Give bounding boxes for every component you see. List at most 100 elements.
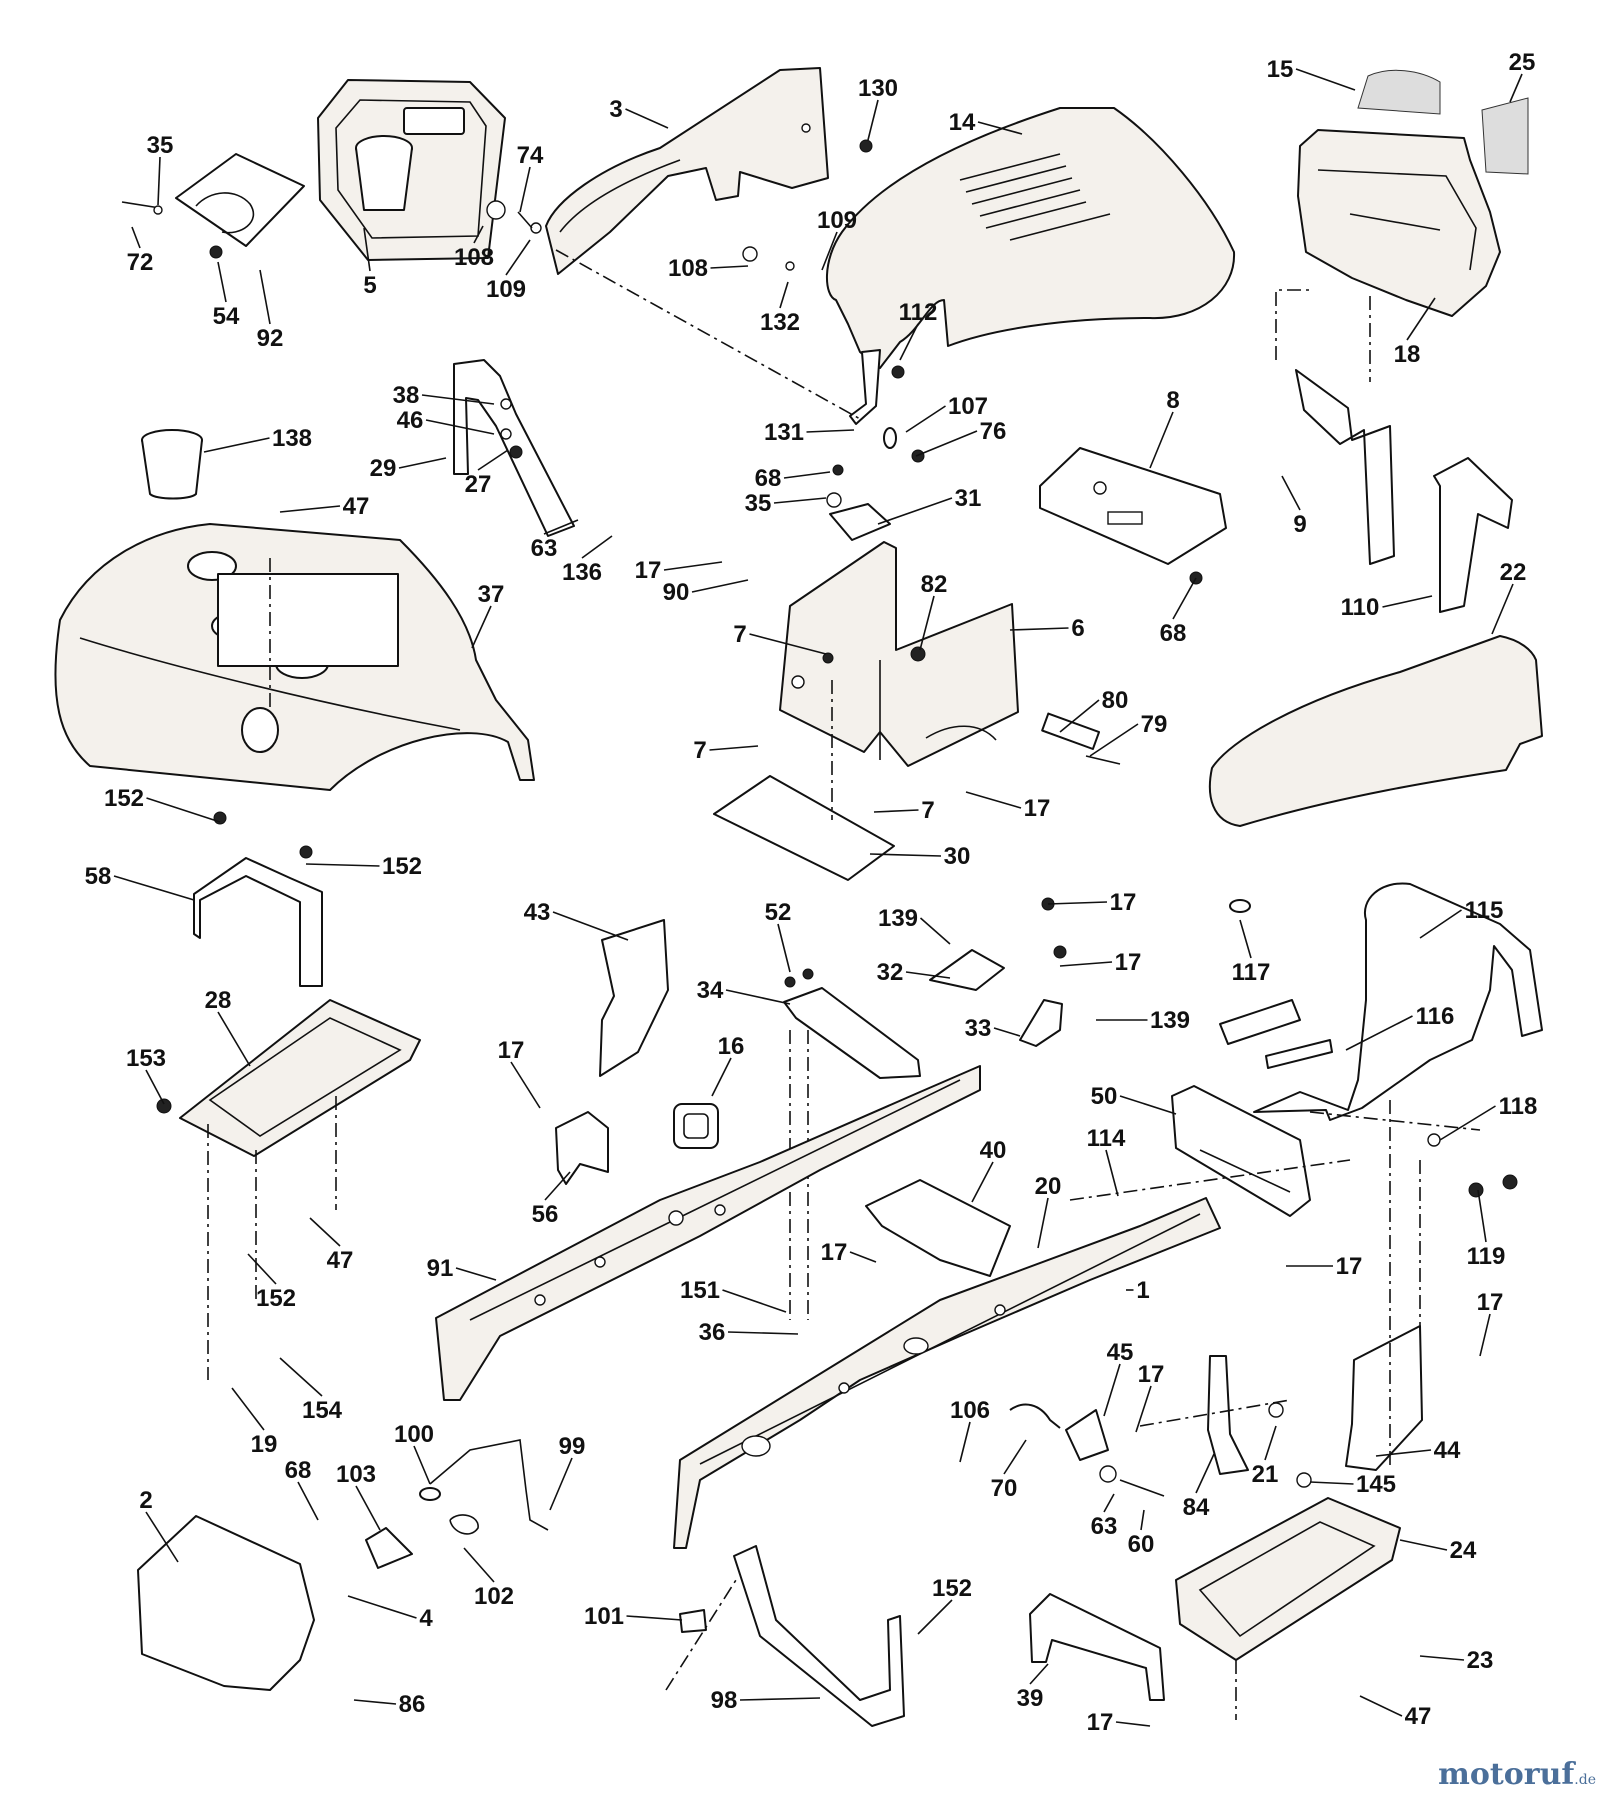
callout-86: 86 [353,1691,425,1718]
callout-29: 29 [370,455,447,482]
leader-line [1105,1149,1119,1197]
leader-line [1359,1695,1403,1717]
callout-17: 17 [821,1239,877,1266]
callout-39: 39 [1017,1663,1049,1712]
part-number-label: 7 [693,737,706,764]
callout-5: 5 [363,227,377,299]
part-number-label: 33 [965,1015,992,1042]
leader-line [543,519,579,535]
callout-100: 100 [394,1421,434,1485]
leader-line [821,231,838,271]
leader-line [519,166,531,213]
leader-line [1037,1197,1049,1249]
part-29-bracket [453,359,575,537]
leader-line [145,1069,165,1105]
part-number-label: 152 [104,785,144,812]
part-number-label: 18 [1394,341,1421,368]
leader-line [1172,577,1197,620]
part-33-bracket [1019,999,1063,1047]
part-138-cupholder [141,429,203,500]
leader-line [917,1599,953,1635]
leader-line [113,875,195,901]
leader-line [899,323,919,361]
part-number-label: 16 [718,1033,745,1060]
part-number-label: 17 [1336,1253,1363,1280]
callout-20: 20 [1035,1173,1062,1249]
leader-line [1264,1425,1277,1461]
callout-18: 18 [1394,297,1436,368]
part-110-brackets [1275,289,1513,613]
leader-line [965,791,1022,809]
callout-68: 68 [285,1457,319,1521]
part-number-label: 9 [1293,511,1306,538]
part-number-label: 119 [1467,1243,1506,1270]
leader-line [131,226,141,249]
leader-line [279,505,341,513]
part-number-label: 54 [213,303,240,330]
leader-line [279,1357,323,1397]
leader-line [1479,1313,1491,1357]
part-44-bracket [1345,1325,1423,1471]
callout-90: 90 [663,579,749,606]
part-number-label: 76 [980,418,1007,445]
part-number-label: 50 [1091,1083,1118,1110]
part-91-frame [435,1065,981,1401]
part-number-label: 139 [1150,1007,1190,1034]
leader-line [1119,1095,1177,1115]
leader-line [971,1161,994,1203]
leader-line [146,797,221,823]
part-number-label: 24 [1450,1537,1477,1564]
part-number-label: 25 [1509,49,1536,76]
leader-line [1399,1539,1448,1551]
leader-line [1029,1663,1049,1685]
part-32-bracket [929,949,1005,991]
part-number-label: 108 [668,255,708,282]
part-number-label: 58 [85,863,112,890]
callout-63: 63 [531,519,579,562]
callout-1: 1 [1126,1277,1150,1304]
callout-24: 24 [1399,1537,1477,1564]
part-number-label: 23 [1467,1647,1494,1674]
callout-70: 70 [991,1439,1027,1502]
part-number-label: 3 [609,96,622,123]
callout-139: 139 [1096,1007,1190,1034]
leader-line [905,405,946,433]
leader-line [869,853,942,857]
part-8-plate [1039,447,1227,585]
callout-102: 102 [463,1547,514,1610]
leader-line [1195,1453,1215,1494]
leader-line [505,239,531,276]
leader-line [739,1697,821,1701]
callout-17: 17 [1286,1253,1362,1280]
part-31-plate [829,503,891,541]
callout-101: 101 [584,1603,683,1630]
leader-line [849,1251,877,1263]
leader-line [1009,627,1069,631]
part-number-label: 20 [1035,1173,1062,1200]
part-99-pedal-rod [429,1439,549,1531]
part-115-bumper [1219,882,1543,1198]
leader-line [217,261,227,303]
callout-68: 68 [755,465,831,492]
part-number-label: 5 [363,272,376,299]
part-number-label: 114 [1087,1125,1126,1152]
leader-line [1103,1363,1121,1417]
callout-116: 116 [1345,1003,1454,1051]
leader-line [259,269,271,325]
part-number-label: 117 [1232,959,1271,986]
part-30-plate [713,775,895,881]
part-number-label: 109 [486,276,526,303]
part-number-label: 14 [949,109,976,136]
leader-line [203,437,270,453]
part-number-label: 84 [1183,1494,1210,1521]
leader-line [353,1699,397,1705]
callout-46: 46 [397,407,495,435]
callout-40: 40 [971,1137,1006,1203]
leader-line [711,1057,732,1097]
callout-47: 47 [279,493,369,520]
callout-114: 114 [1087,1125,1126,1197]
leader-line [625,108,669,129]
callout-72: 72 [127,226,153,276]
callout-107: 107 [905,393,988,433]
